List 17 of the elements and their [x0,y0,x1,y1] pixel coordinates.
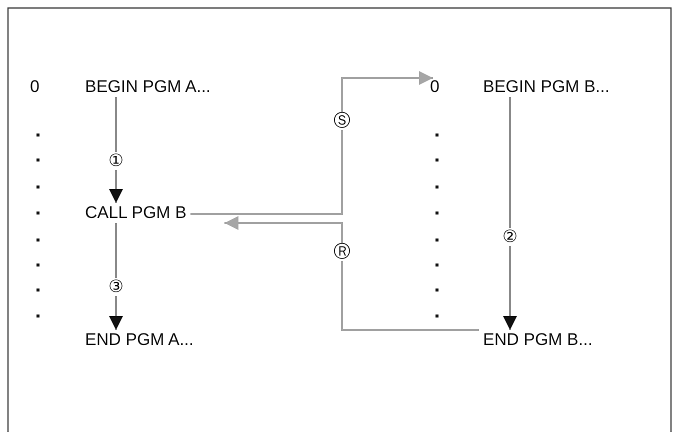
statement-text: END PGM B... [483,330,593,350]
step-marker: ③ [107,278,125,296]
statement-text: BEGIN PGM A... [85,77,211,97]
step-marker: Ⓢ [332,112,352,130]
statement-text: END PGM A... [85,330,194,350]
line-number: 0 [30,77,40,97]
step-marker: Ⓡ [332,242,352,260]
flow-arrow [109,96,123,204]
line-number: 0 [430,77,440,97]
flow-arrow [503,96,517,330]
statement-text: CALL PGM B [85,203,186,223]
flow-arrow [109,222,123,330]
call-arrow [224,216,479,331]
step-marker: ② [501,228,519,246]
statement-text: BEGIN PGM B... [483,77,610,97]
call-arrow [190,71,433,215]
step-marker: ① [107,152,125,170]
